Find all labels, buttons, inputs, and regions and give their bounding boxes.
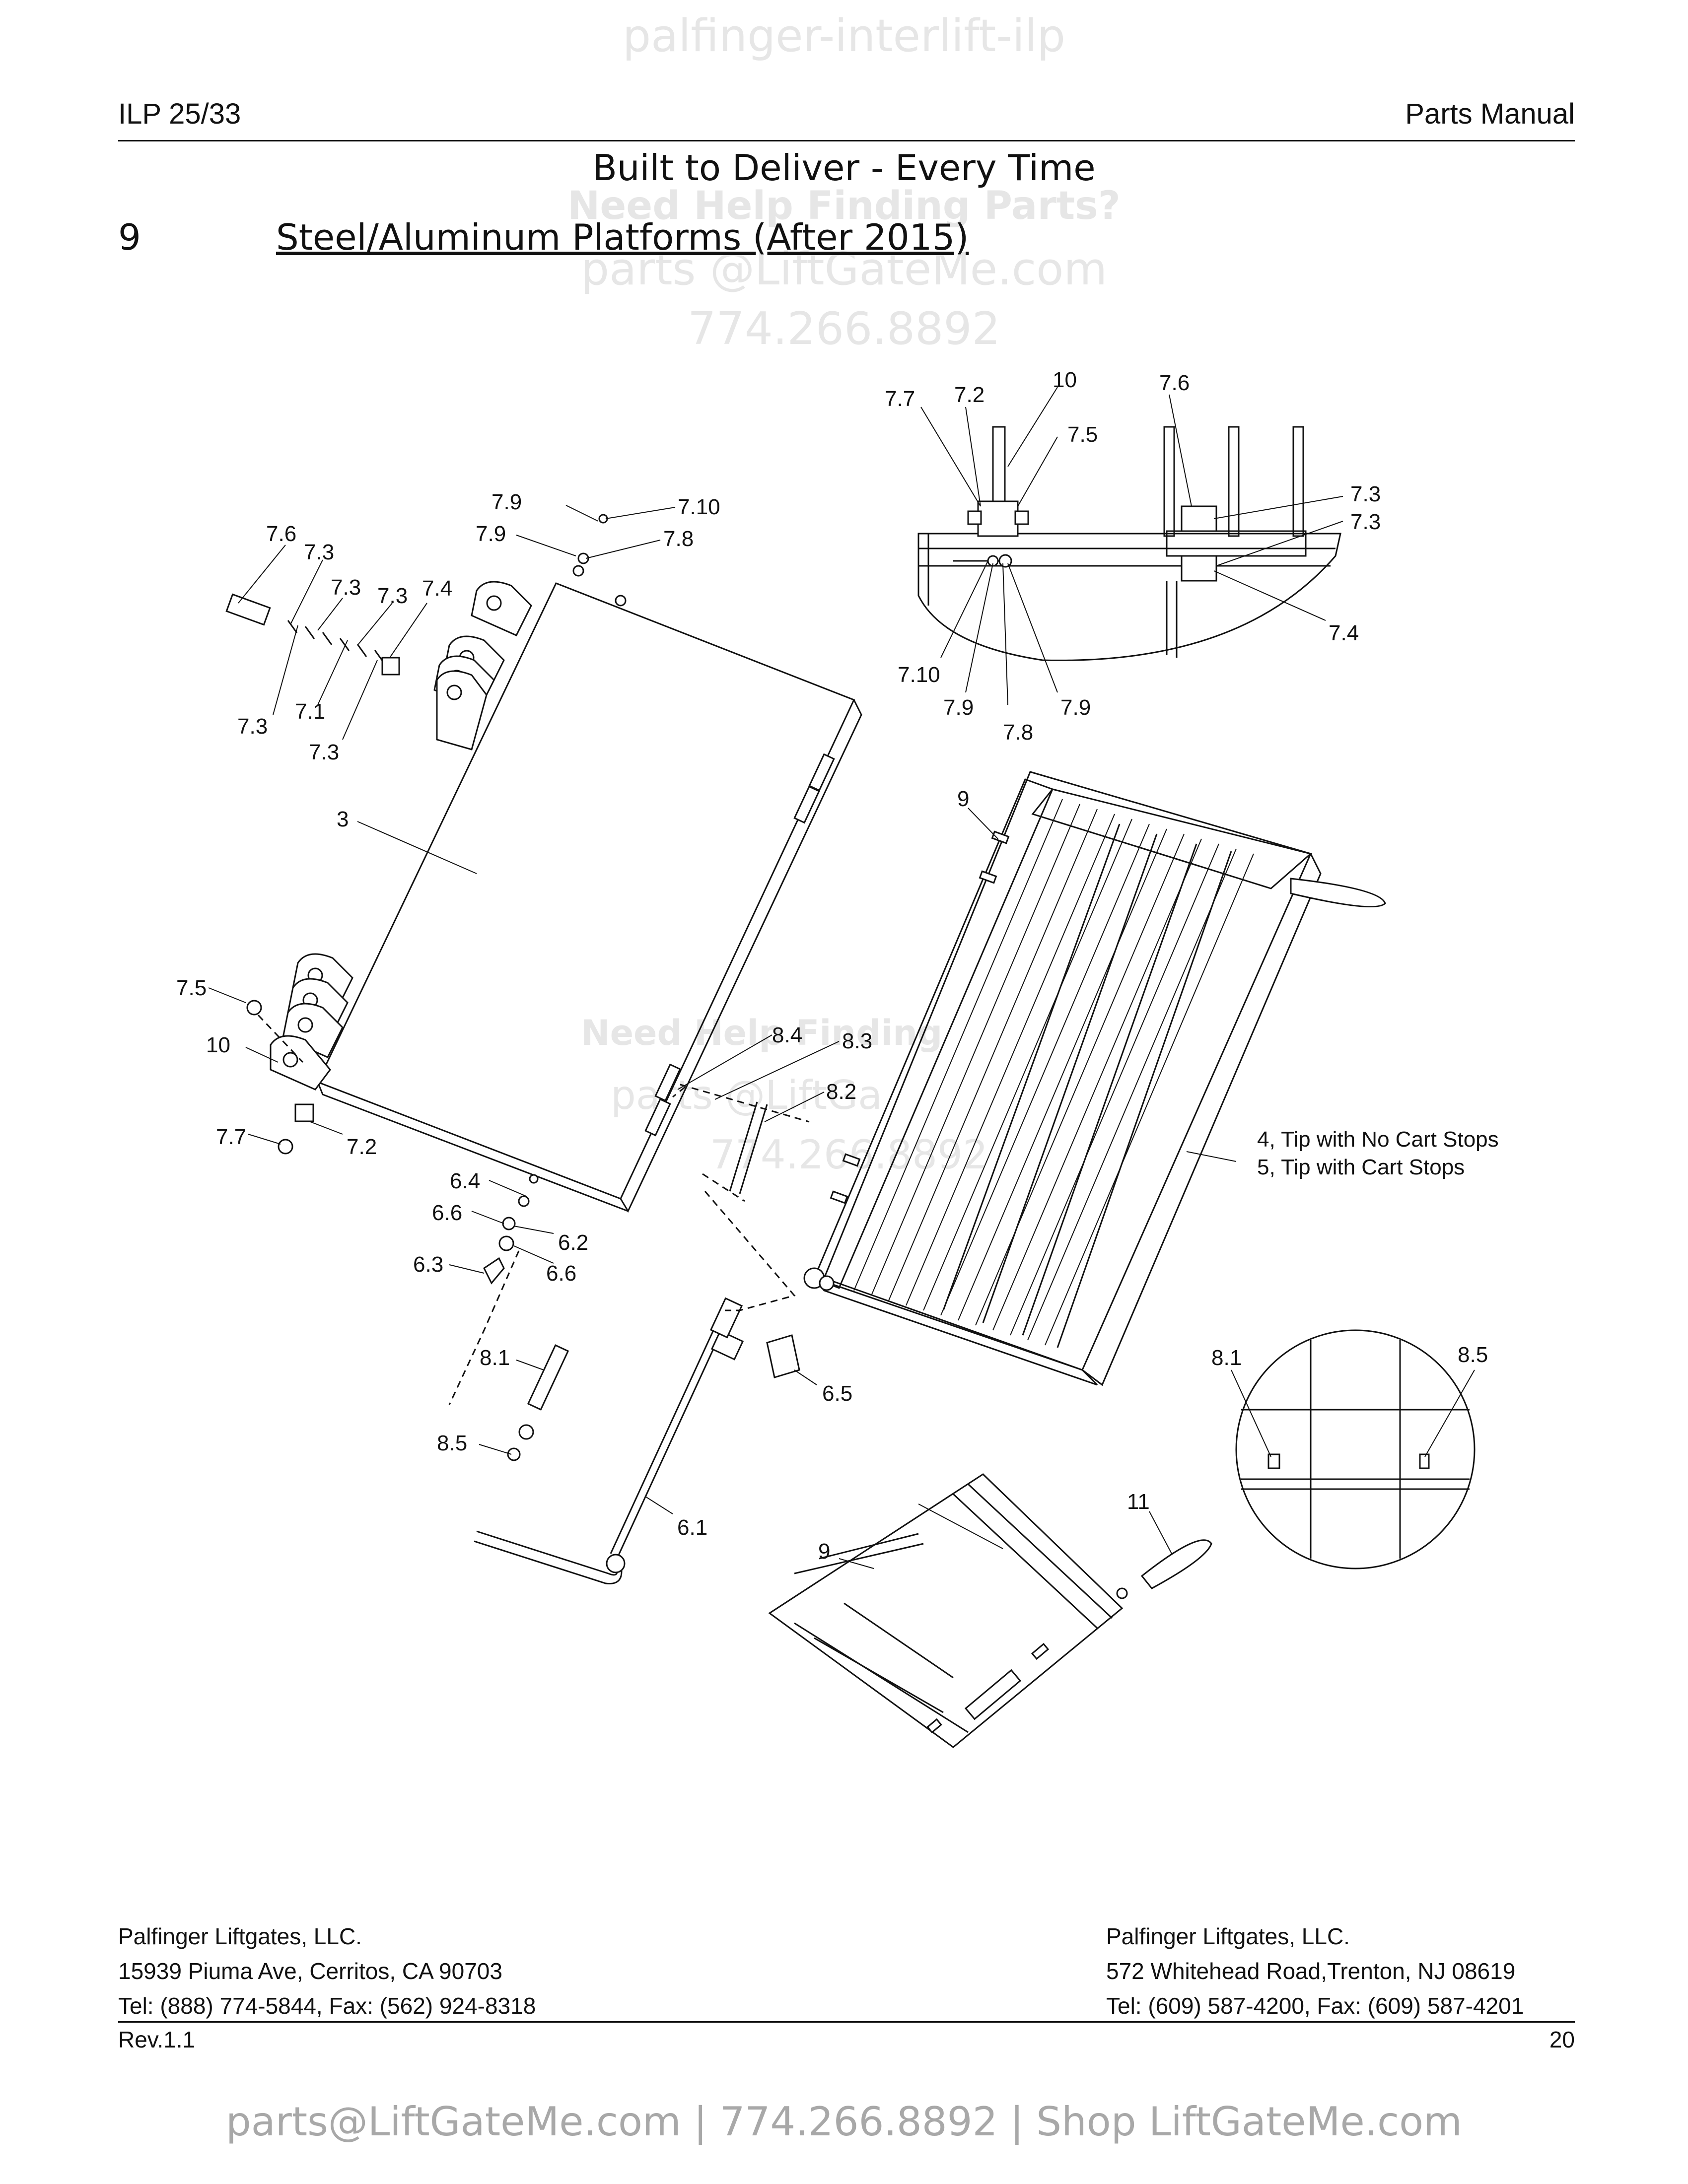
callout-8-5: 8.5 [437, 1431, 467, 1455]
callout-8-2: 8.2 [826, 1080, 856, 1104]
callout-7-4: 7.4 [1329, 621, 1359, 645]
tip-plate [803, 771, 1386, 1386]
callout-7-6: 7.6 [266, 522, 296, 546]
contact-banner: parts@LiftGateMe.com | 774.266.8892 | Sh… [226, 2099, 1462, 2145]
footer-street: 15939 Piuma Ave, Cerritos, CA 90703 [118, 1958, 502, 1984]
lock-pin-hardware [483, 1174, 539, 1285]
footer-rule [118, 2021, 1575, 2023]
callout-7-9: 7.9 [1060, 695, 1091, 720]
revision: Rev.1.1 [118, 2027, 196, 2052]
callout-7-3: 7.3 [377, 584, 408, 608]
callout-7-8: 7.8 [1003, 720, 1033, 745]
page-number: 20 [1549, 2027, 1575, 2052]
callout-7-9: 7.9 [476, 522, 506, 546]
callout-7-9: 7.9 [943, 695, 974, 720]
callout-5-tip-cart-stops: 5, Tip with Cart Stops [1257, 1155, 1465, 1179]
callout-6-3: 6.3 [413, 1252, 443, 1277]
callout-8-1: 8.1 [1211, 1346, 1242, 1370]
callout-8-1: 8.1 [480, 1346, 510, 1370]
callout-7-7: 7.7 [216, 1125, 246, 1149]
callout-4-tip-no-cart-stops: 4, Tip with No Cart Stops [1257, 1127, 1499, 1152]
callout-6-2: 6.2 [558, 1230, 588, 1255]
watermark-help: Need Help Finding Parts? [567, 184, 1121, 228]
callout-6-6: 6.6 [432, 1201, 462, 1225]
footer-street: 572 Whitehead Road,Trenton, NJ 08619 [1106, 1958, 1516, 1984]
callout-7-3: 7.3 [1350, 482, 1381, 506]
callout-7-7: 7.7 [885, 387, 915, 411]
callout-7-10: 7.10 [678, 495, 720, 519]
header-rule [118, 140, 1575, 141]
section-number: 9 [118, 216, 141, 258]
detail-view-circle [1235, 1329, 1476, 1570]
detail-view-top [917, 426, 1341, 661]
callout-11: 11 [1127, 1490, 1150, 1514]
callout-7-2: 7.2 [954, 383, 985, 407]
callout-7-6: 7.6 [1159, 371, 1190, 395]
callout-7-3: 7.3 [304, 540, 334, 564]
hinge-bracket [270, 953, 353, 1091]
tip-plate-bottom-view [768, 1473, 1212, 1748]
release-handle [474, 1297, 744, 1584]
pivot-hardware-stack [225, 593, 400, 676]
callout-7-5: 7.5 [1067, 422, 1098, 447]
header-model: ILP 25/33 [118, 98, 241, 130]
footer-address-east: Palfinger Liftgates, LLC. 572 Whitehead … [1106, 1919, 1524, 2023]
callout-6-6: 6.6 [546, 1261, 576, 1286]
callout-8-5: 8.5 [1458, 1343, 1488, 1367]
header-manual-title: Parts Manual [1405, 98, 1575, 130]
footer-company: Palfinger Liftgates, LLC. [1106, 1923, 1350, 1949]
leader-lines [208, 387, 1475, 1569]
watermark-top: palfinger-interlift-ilp [623, 10, 1065, 62]
watermark-phone: 774.266.8892 [688, 303, 1000, 355]
callout-8-4: 8.4 [772, 1023, 802, 1047]
section-title: Steel/Aluminum Platforms (After 2015) [276, 216, 969, 258]
callout-9: 9 [818, 1539, 830, 1564]
tagline: Built to Deliver - Every Time [592, 147, 1096, 189]
footer-phone: Tel: (609) 587-4200, Fax: (609) 587-4201 [1106, 1993, 1524, 2019]
callout-7-4: 7.4 [422, 576, 452, 601]
callout-labels: 7.6 7.3 7.3 7.3 7.4 7.3 7.1 7.3 7.9 7.10… [176, 368, 1499, 1564]
callout-6-1: 6.1 [677, 1515, 707, 1540]
callout-8-3: 8.3 [842, 1029, 872, 1053]
watermark-email: parts @LiftGateMe.com [580, 243, 1107, 295]
callout-7-3: 7.3 [1350, 510, 1381, 534]
callout-7-3: 7.3 [331, 575, 361, 600]
callout-9: 9 [957, 787, 969, 811]
callout-6-4: 6.4 [450, 1169, 480, 1193]
footer-phone: Tel: (888) 774-5844, Fax: (562) 924-8318 [118, 1993, 536, 2019]
callout-7-1: 7.1 [295, 699, 325, 724]
callout-7-9: 7.9 [492, 490, 522, 514]
footer-company: Palfinger Liftgates, LLC. [118, 1923, 362, 1949]
callout-7-10: 7.10 [898, 663, 940, 687]
callout-3: 3 [337, 807, 349, 831]
hinge-bracket [433, 581, 532, 751]
callout-7-5: 7.5 [176, 976, 207, 1000]
callout-7-3: 7.3 [309, 740, 339, 764]
watermark-center-help: Need Help Finding [581, 1013, 943, 1053]
callout-6-5: 6.5 [822, 1381, 852, 1406]
footer-address-west: Palfinger Liftgates, LLC. 15939 Piuma Av… [118, 1919, 536, 2023]
callout-7-8: 7.8 [663, 527, 694, 551]
platform-base [270, 581, 862, 1213]
callout-10: 10 [206, 1033, 230, 1057]
callout-7-2: 7.2 [347, 1135, 377, 1159]
callout-7-3: 7.3 [237, 714, 268, 739]
callout-10: 10 [1053, 368, 1077, 392]
